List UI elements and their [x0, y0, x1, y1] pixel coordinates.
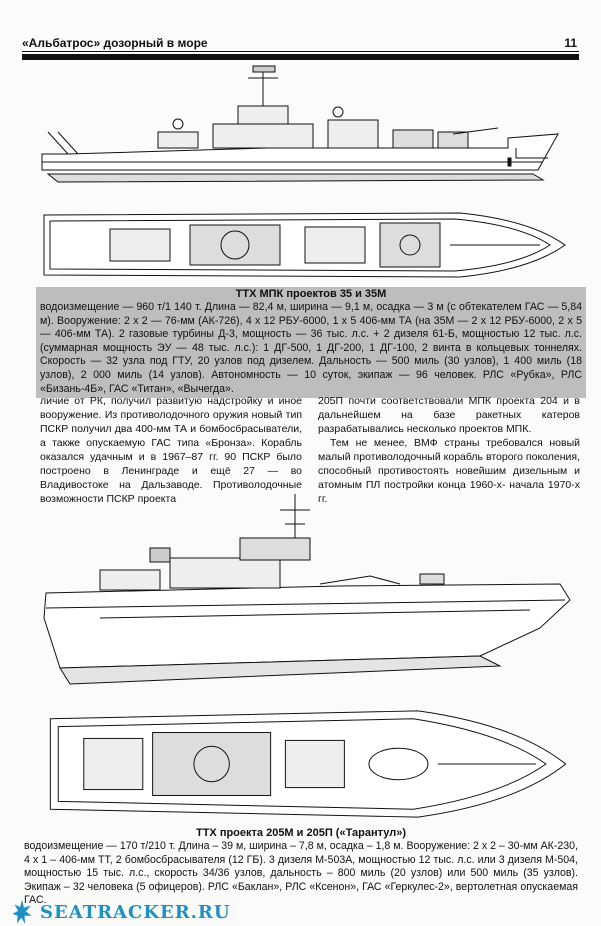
spec-title: ТТХ проекта 205М и 205П («Тарантул»): [195, 827, 407, 839]
watermark-star-icon: [12, 900, 32, 924]
spec-title: ТТХ МПК проектов 35 и 35М: [235, 288, 387, 300]
text-column-left: личие от РК, получил развитую надстройку…: [40, 394, 302, 506]
header-title: «Альбатрос» дозорный в море: [22, 36, 208, 50]
spec-box-project-205: ТТХ проекта 205М и 205П («Тарантул») вод…: [20, 826, 582, 910]
watermark: SEATRACKER.RU: [40, 902, 231, 923]
spec-box-project-35: ТТХ МПК проектов 35 и 35М водоизмещение …: [36, 287, 586, 399]
ship-35-plan-view: [43, 212, 566, 278]
paragraph: личие от РК, получил развитую надстройку…: [40, 395, 302, 505]
page-number: 11: [564, 36, 577, 50]
running-header: «Альбатрос» дозорный в море 11: [22, 36, 577, 50]
spec-text: водоизмещение — 960 т/1 140 т. Длина — 8…: [40, 301, 582, 395]
spec-text: водоизмещение — 170 т/210 т. Длина – 39 …: [24, 840, 578, 907]
paragraph: Тем не менее, ВМФ страны требовался новы…: [318, 437, 580, 505]
ship-205-side-view: [43, 494, 571, 685]
ship-205-plan-view: [49, 710, 567, 818]
ship-35-side-view: [41, 65, 559, 183]
paragraph: 205П почти соответствовали МПК проекта 2…: [318, 395, 580, 435]
header-rule: [22, 51, 579, 60]
text-column-right: 205П почти соответствовали МПК проекта 2…: [318, 394, 580, 506]
